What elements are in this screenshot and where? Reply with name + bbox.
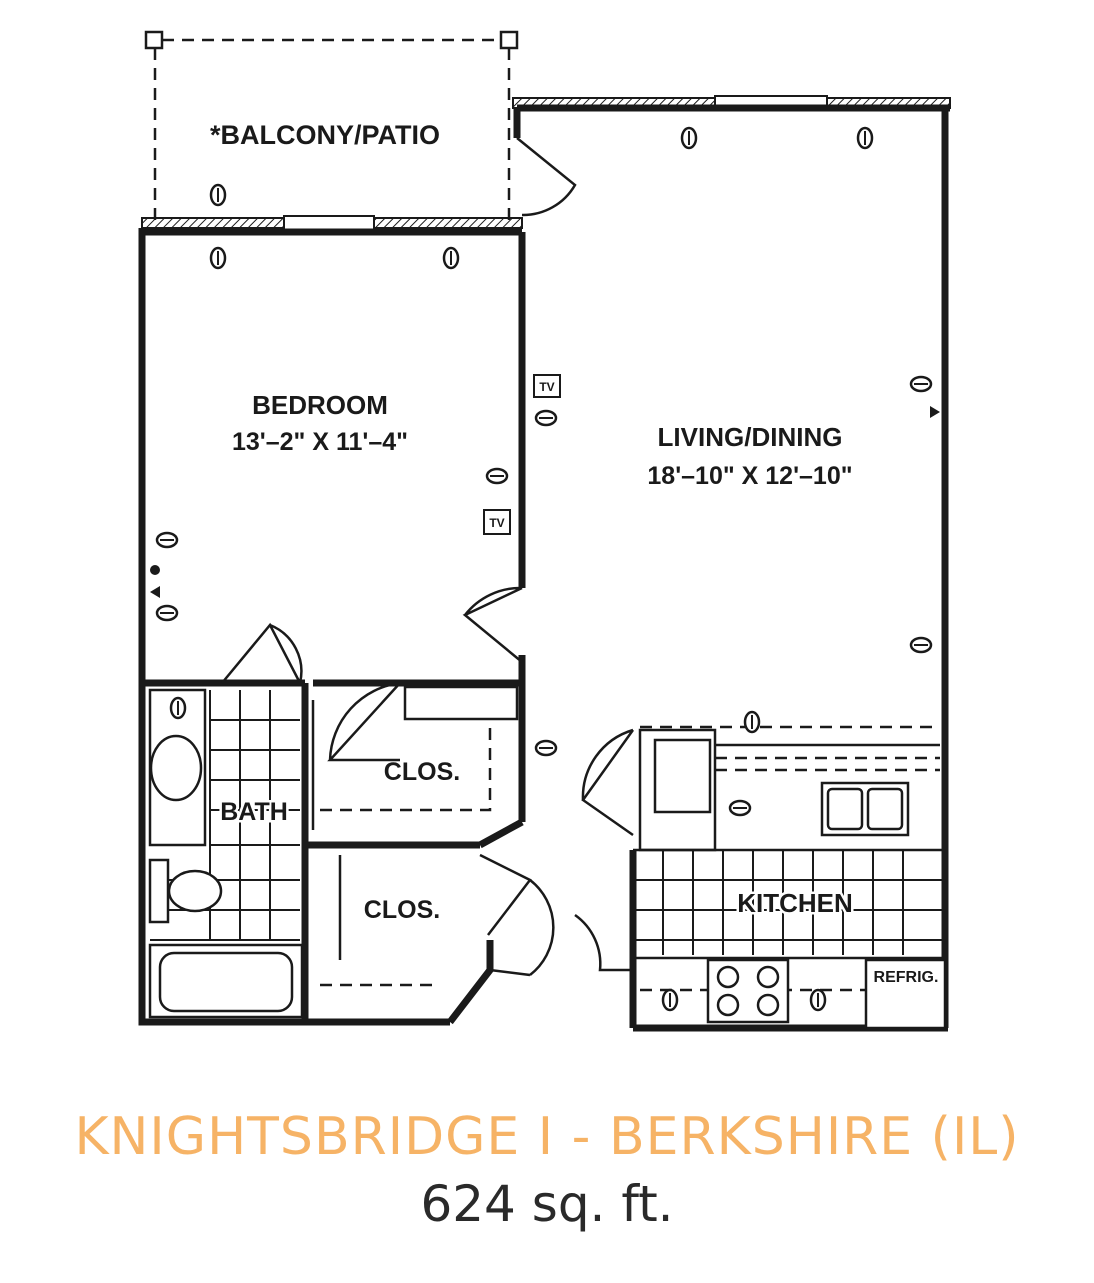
- floor-plan: TV TV *BALCONY/PATIO BEDROOM 13'–2" X 11…: [138, 30, 951, 1032]
- balcony-area: [144, 30, 519, 220]
- tv-label: TV: [539, 380, 554, 394]
- closet-shelves: [311, 685, 519, 987]
- tv-outlet-living: TV: [533, 374, 561, 398]
- kitchen-label: KITCHEN: [737, 888, 853, 918]
- tv-label: TV: [489, 516, 504, 530]
- walls: [138, 104, 950, 1032]
- refrigerator-label: REFRIG.: [874, 969, 939, 986]
- closet-label-lower: CLOS.: [364, 896, 440, 924]
- balcony-label: *BALCONY/PATIO: [210, 120, 440, 150]
- plan-title: KNIGHTSBRIDGE I - BERKSHIRE (IL): [74, 1107, 1020, 1167]
- plan-square-footage: 624 sq. ft.: [420, 1174, 674, 1233]
- bath-tiles: [150, 690, 300, 941]
- bedroom-dimensions: 13'–2" X 11'–4": [232, 428, 408, 456]
- living-label: LIVING/DINING: [658, 422, 843, 452]
- living-dimensions: 18'–10" X 12'–10": [647, 462, 852, 490]
- bedroom-label: BEDROOM: [252, 390, 388, 420]
- tv-outlet-bedroom: TV: [483, 509, 511, 535]
- electrical-outlets: [150, 126, 940, 1012]
- kitchen-fixtures: [633, 725, 947, 1030]
- bath-fixtures: [148, 688, 304, 1019]
- bath-label: BATH: [220, 798, 288, 826]
- doors: [221, 137, 635, 977]
- plan-caption: KNIGHTSBRIDGE I - BERKSHIRE (IL) 624 sq.…: [0, 1107, 1094, 1237]
- closet-label-upper: CLOS.: [384, 758, 460, 786]
